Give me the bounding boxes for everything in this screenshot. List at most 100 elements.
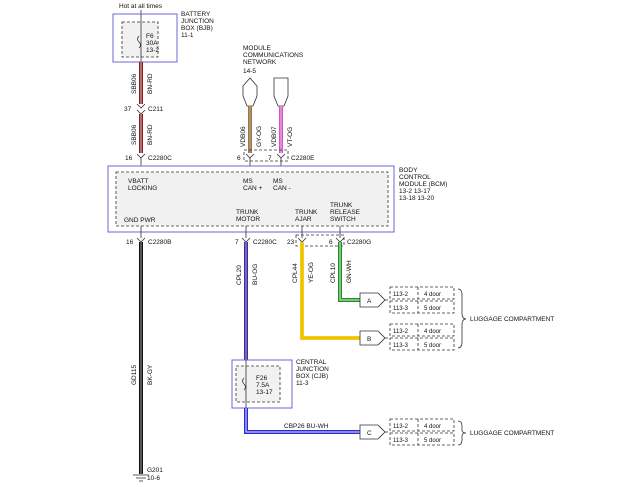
- connector-c2280e-pin-b-symbol: [276, 153, 286, 159]
- bjb-title-1: BATTERY: [181, 11, 211, 18]
- connector-c2280g-pin-b-symbol: [335, 237, 345, 243]
- bcm-trunk-motor-1: TRUNK: [236, 209, 259, 216]
- dest-c-letter: C: [367, 430, 372, 437]
- fuse-f6-rating: 30A: [146, 40, 158, 47]
- luggage-brace-ab: [457, 288, 467, 349]
- fuse-f26-id: F26: [256, 375, 268, 382]
- dest-b-row1-ref: 113-2: [393, 329, 409, 335]
- fuse-f26-rating: 7.5A: [256, 382, 270, 389]
- ground-symbol: [133, 474, 149, 482]
- mcn-title-3: NETWORK: [243, 59, 277, 66]
- wire-vdb07-circuit: VDB07: [271, 126, 278, 147]
- mcn-connector-left: [242, 77, 258, 107]
- dest-b-tag: [359, 330, 386, 346]
- connector-c2280c-top-name: C2280C: [148, 155, 172, 162]
- dest-c-tag: [359, 424, 386, 440]
- dest-b-row1-text: 4 door: [424, 329, 441, 335]
- wire-cpl44: [300, 242, 360, 340]
- connector-c2280e-dashed: [243, 149, 289, 162]
- wire-sbb06-lower-circuit: SBB06: [131, 124, 138, 145]
- cjb-fuse-block: [235, 365, 281, 403]
- wire-cpl10-color: GN-WH: [346, 260, 353, 283]
- wire-cpl10-circuit: CPL10: [330, 263, 337, 283]
- connector-c2280g-name: C2280G: [347, 239, 371, 246]
- connector-c211-name: C211: [148, 106, 163, 113]
- wire-gd115-circuit: GD115: [131, 365, 138, 385]
- wire-cpl20-color: BU-OG: [252, 264, 259, 285]
- luggage-brace-c: [457, 420, 467, 446]
- dest-a-row1-text: 4 door: [424, 292, 441, 298]
- wire-cpl10-stripe: [339, 242, 360, 301]
- bjb-ref: 11-1: [181, 32, 194, 39]
- dest-a-tag: [359, 292, 386, 308]
- fuse-f6-symbol: [137, 35, 141, 49]
- connector-c2280c-top-pin: 16: [125, 155, 133, 162]
- central-junction-box: F26 7.5A 13-17: [231, 359, 293, 409]
- body-control-module: [107, 165, 395, 233]
- bcm-vbatt-2: LOCKING: [128, 185, 157, 192]
- bcm-mscann-2: CAN -: [273, 185, 291, 192]
- bjb-title-2: JUNCTION: [181, 18, 214, 25]
- dest-c-row2-text: 5 door: [424, 438, 441, 444]
- luggage-compartment-ab: LUGGAGE COMPARTMENT: [470, 316, 554, 323]
- wire-vdb06-color: GY-OG: [256, 126, 263, 147]
- wire-cbp26-label: CBP26 BU-WH: [284, 423, 329, 430]
- wire-gd115-color: BK-GY: [147, 364, 154, 385]
- connector-c2280b-name: C2280B: [148, 239, 172, 246]
- connector-c2280c-bottom-name: C2280C: [253, 239, 277, 246]
- bcm-trunk-release-3: SWITCH: [330, 216, 356, 223]
- bcm-title-1: BODY: [399, 167, 418, 174]
- fuse-f6-ref: 13-2: [146, 47, 159, 54]
- ground-name: G201: [147, 467, 163, 474]
- connector-c211-pin: 37: [124, 106, 132, 113]
- wire-cpl44-circuit: CPL44: [292, 263, 299, 283]
- wire-cbp26-stripe: [245, 408, 360, 433]
- cjb-title-2: JUNCTION: [296, 366, 329, 373]
- connector-c2280g-pin-a: 23: [287, 239, 295, 246]
- bcm-gnd-pwr: GND PWR: [124, 217, 156, 224]
- bcm-inner: [115, 171, 389, 227]
- wire-sbb06-upper-circuit: SBB06: [131, 73, 138, 94]
- ground-ref: 10-6: [147, 475, 160, 482]
- dest-a-row2-ref: 113-3: [393, 306, 409, 312]
- dest-a-row2-text: 5 door: [424, 306, 441, 312]
- cjb-title-3: BOX (CJB): [296, 373, 328, 380]
- battery-junction-box: F6 30A 13-2: [112, 13, 178, 63]
- connector-c2280b-pin: 16: [126, 239, 134, 246]
- wire-cpl44-stripe: [301, 242, 360, 339]
- connector-c2280b-symbol: [136, 237, 146, 243]
- connector-c2280g-pin-b: 6: [329, 239, 333, 246]
- dest-a-letter: A: [367, 298, 372, 305]
- cjb-ref: 11-3: [296, 380, 309, 387]
- bjb-title-3: BOX (BJB): [181, 25, 213, 32]
- dest-a-table: [389, 286, 455, 314]
- connector-c2280g-pin-a-symbol: [297, 237, 307, 243]
- mcn-ref: 14-5: [243, 68, 256, 75]
- connector-c2280g-dashed: [295, 234, 345, 247]
- mcn-connector-right: [273, 77, 289, 107]
- wire-vdb07-color: VT-OG: [287, 127, 294, 147]
- wire-vdb06-circuit: VDB06: [240, 126, 247, 147]
- bcm-vbatt-1: VBATT: [128, 178, 148, 185]
- connector-c2280e-pin-a: 6: [237, 155, 241, 162]
- connector-c2280c-bottom-pin: 7: [235, 239, 239, 246]
- dest-c-row2-ref: 113-3: [393, 438, 409, 444]
- dest-b-table: [389, 323, 455, 351]
- wire-sbb06-upper-color: BN-RD: [147, 73, 154, 94]
- connector-c2280e-pin-b: 7: [268, 155, 272, 162]
- mcn-title-2: COMMUNICATIONS: [243, 52, 304, 59]
- fuse-f6-id: F6: [146, 33, 154, 40]
- dest-b-letter: B: [367, 336, 371, 343]
- wire-sbb06-lower-color: BN-RD: [147, 124, 154, 145]
- bcm-title-3: MODULE (BCM): [399, 181, 447, 188]
- connector-c211-symbol-2: [136, 109, 146, 115]
- dest-b-row2-ref: 113-3: [393, 343, 409, 349]
- dest-c-row1-text: 4 door: [424, 424, 441, 430]
- dest-b-row2-text: 5 door: [424, 343, 441, 349]
- bcm-mscanp-1: MS: [243, 178, 253, 185]
- bjb-fuse-block: [121, 21, 159, 58]
- bcm-title-2: CONTROL: [399, 174, 431, 181]
- fuse-f26-ref: 13-17: [256, 389, 273, 396]
- bcm-mscann-1: MS: [273, 178, 283, 185]
